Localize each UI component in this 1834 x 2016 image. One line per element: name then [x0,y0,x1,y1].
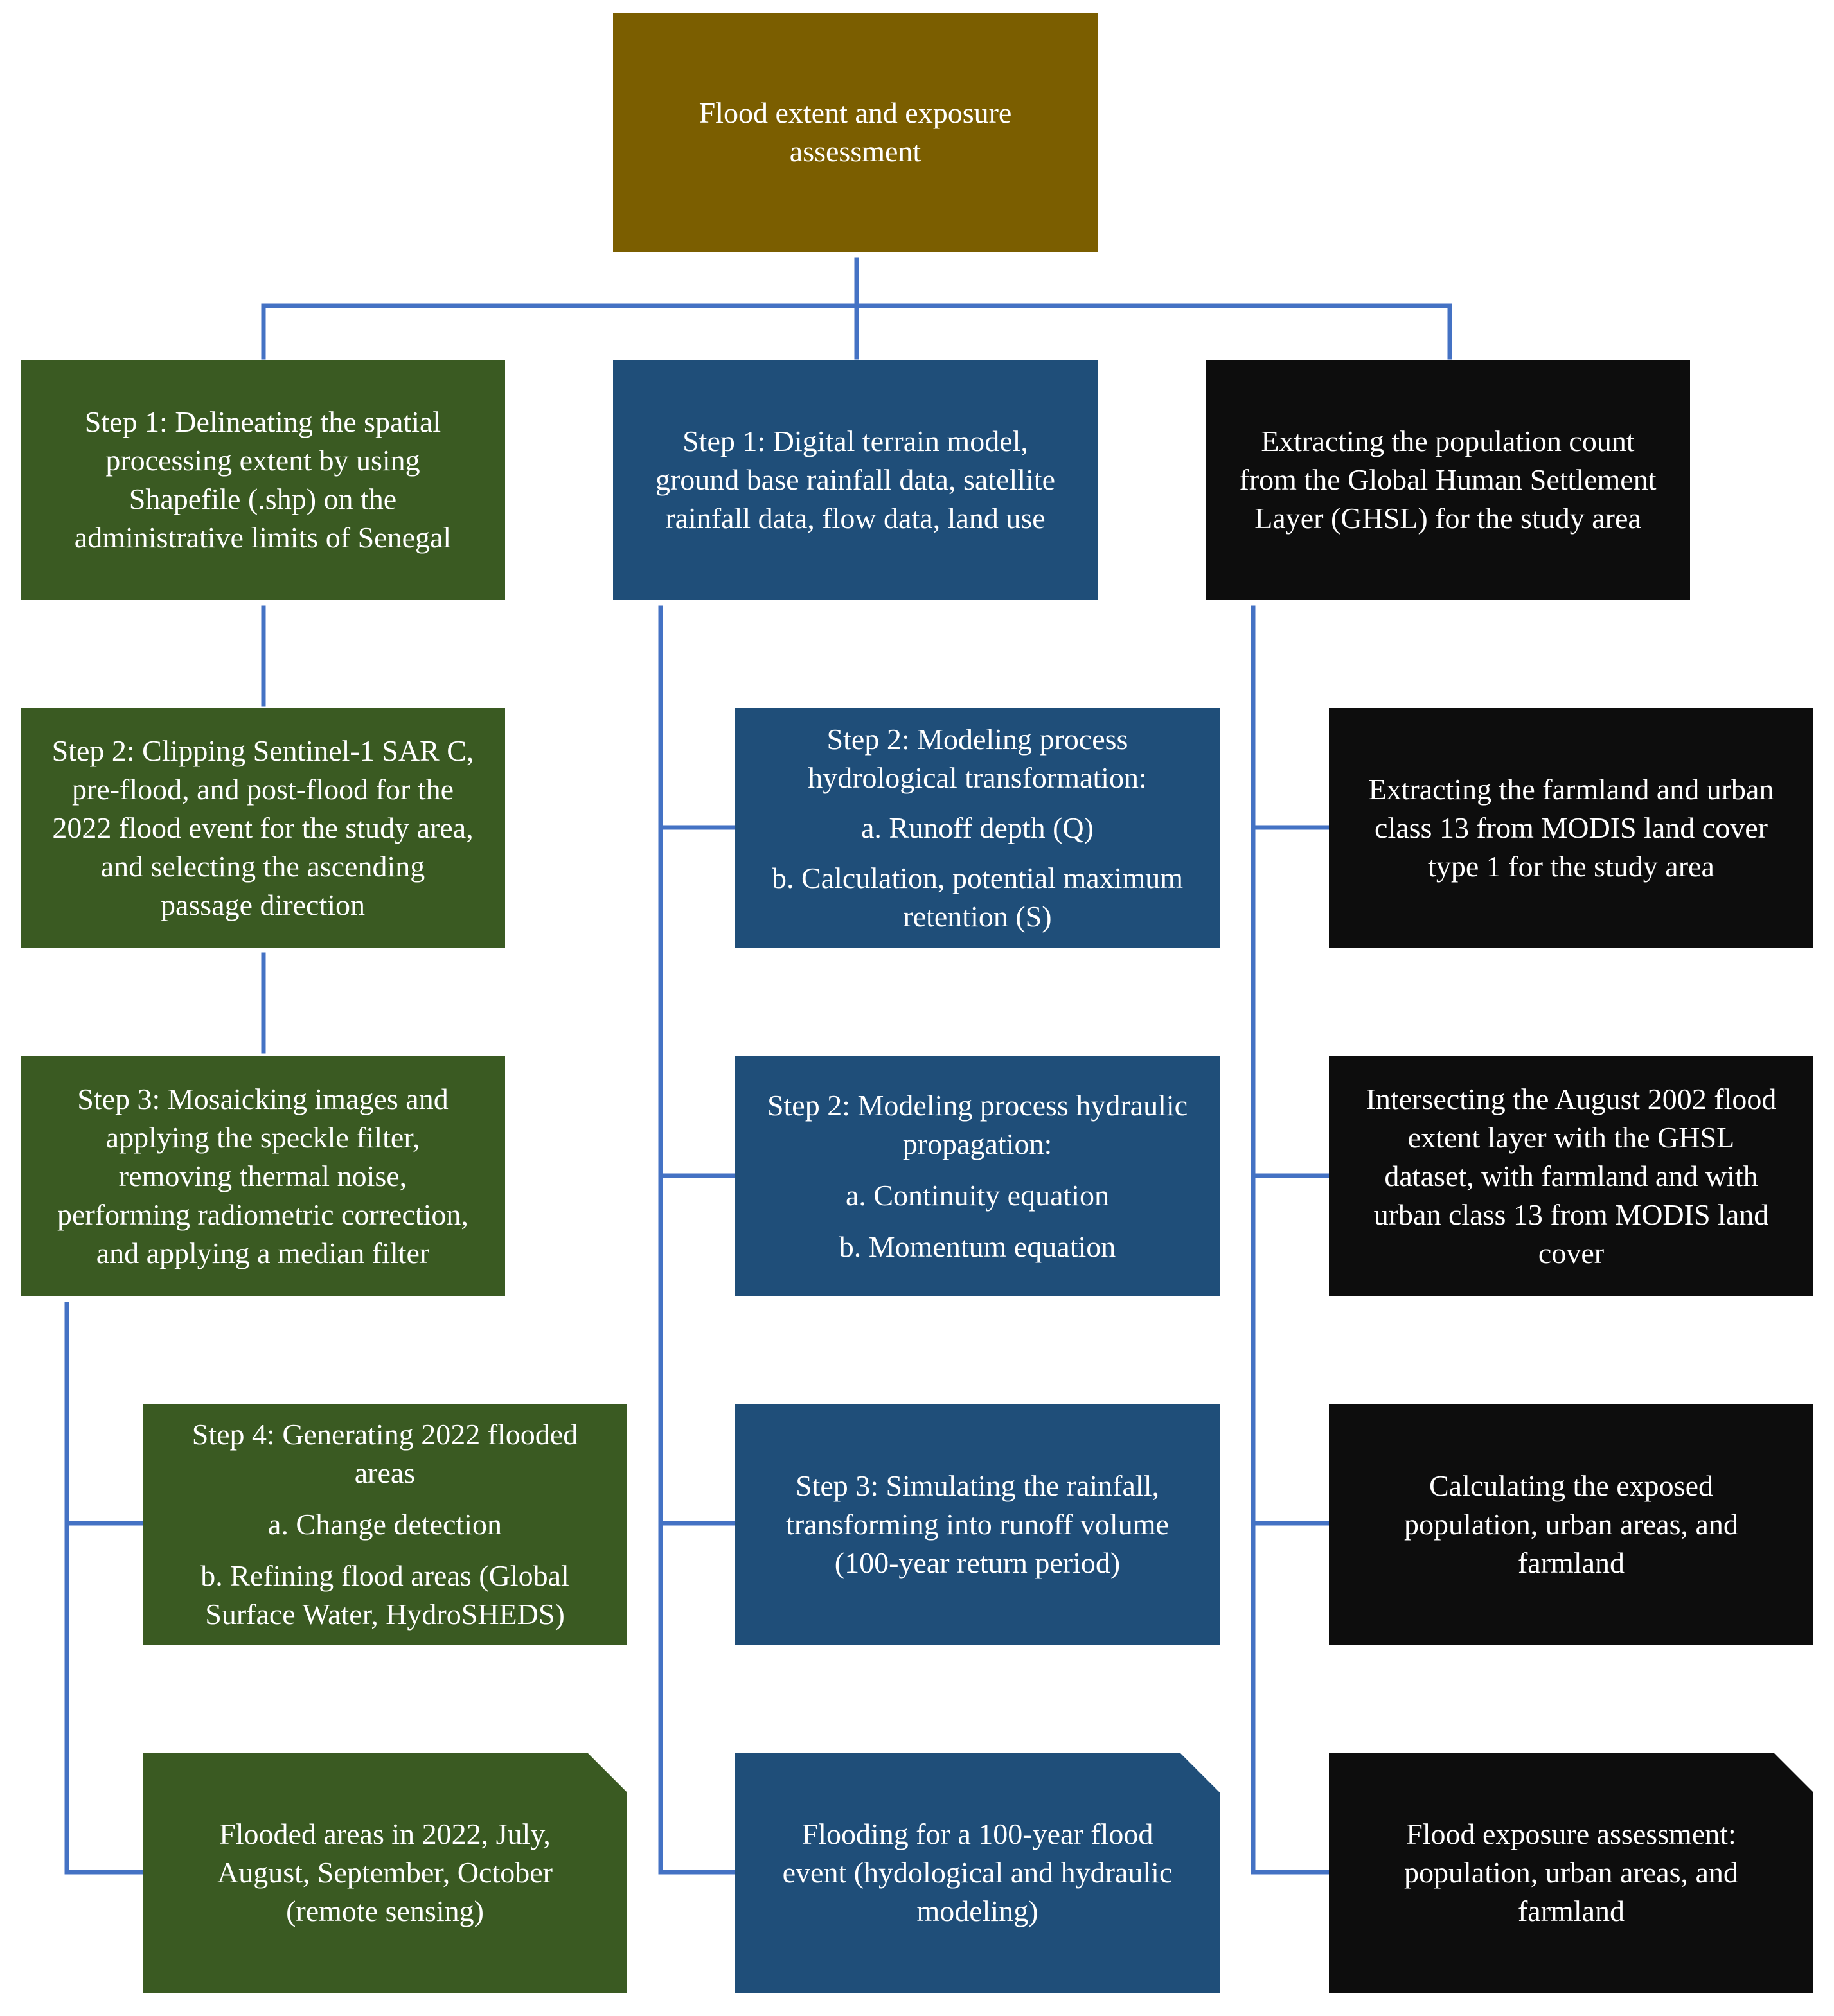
list-item: a. Continuity equation [845,1179,1110,1212]
box-text-line: propagation: [902,1127,1053,1160]
box-text-line: (remote sensing) [286,1895,484,1927]
box-text-line: and selecting the ascending [100,850,425,883]
box-text-line: modeling) [916,1895,1038,1927]
box-text-line: ground base rainfall data, satellite [655,463,1056,496]
left-step4-box: Step 4: Generating 2022 flooded areas a.… [143,1404,627,1645]
box-text-line: Extracting the farmland and urban [1368,773,1774,806]
box-text-line: type 1 for the study area [1428,850,1714,883]
middle-step1-box: Step 1: Digital terrain model, ground ba… [613,360,1098,600]
box-text-line: Step 2: Modeling process hydraulic [767,1089,1188,1122]
box-text-line: Step 2: Modeling process [826,723,1128,756]
box-text-line: 2022 flood event for the study area, [52,811,474,844]
box-text-line: cover [1538,1237,1605,1269]
title-line: assessment [789,135,921,168]
box-text-line: August, September, October [217,1856,553,1889]
box-text-line: passage direction [160,889,366,921]
box-text-line: event (hydological and hydraulic [782,1856,1173,1889]
box-text-line: population, urban areas, and [1404,1856,1738,1889]
box-text-line: Layer (GHSL) for the study area [1254,502,1641,535]
list-item: a. Change detection [267,1508,503,1541]
box-text-line: transforming into runoff volume [786,1508,1169,1541]
box-text-line: hydrological transformation: [808,761,1147,794]
box-text-line: pre-flood, and post-flood for the [71,773,454,806]
box-text-line: Intersecting the August 2002 flood [1366,1083,1777,1115]
box-text-line: performing radiometric correction, [57,1198,468,1231]
left-step3-box: Step 3: Mosaicking images and applying t… [21,1056,505,1296]
middle-step2-hydrology-box: Step 2: Modeling process hydrological tr… [735,708,1220,948]
left-result-box: Flooded areas in 2022, July, August, Sep… [143,1753,627,1993]
middle-step2-hydraulic-box: Step 2: Modeling process hydraulic propa… [735,1056,1220,1296]
box-text-line: farmland [1517,1895,1625,1927]
list-item: b. Calculation, potential maximum retent… [771,862,1184,933]
box-text-line: Calculating the exposed [1429,1469,1713,1502]
box-text-line: rainfall data, flow data, land use [665,502,1046,535]
box-text-line: Extracting the population count [1261,425,1635,457]
box-text-line: Step 1: Digital terrain model, [682,425,1028,457]
box-text-line: farmland [1517,1546,1625,1579]
middle-result-box: Flooding for a 100-year flood event (hyd… [735,1753,1220,1993]
box-text-line: Flooded areas in 2022, July, [219,1817,551,1850]
box-text-line: class 13 from MODIS land cover [1375,811,1768,844]
box-text-line: dataset, with farmland and with [1384,1160,1758,1192]
box-text-line: Step 2: Clipping Sentinel-1 SAR C, [51,734,474,767]
box-text-line: extent layer with the GHSL [1407,1121,1735,1154]
box-text-line: urban class 13 from MODIS land [1373,1198,1769,1231]
box-text-line: Step 1: Delineating the spatial [84,405,441,438]
box-text-line: Flooding for a 100-year flood [801,1817,1153,1850]
list-item: b. Momentum equation [839,1230,1116,1263]
right-step4-box: Calculating the exposed population, urba… [1329,1404,1813,1645]
right-step2-box: Extracting the farmland and urban class … [1329,708,1813,948]
left-step1-box: Step 1: Delineating the spatial processi… [21,360,505,600]
box-text-line: population, urban areas, and [1404,1508,1738,1541]
title-line: Flood extent and exposure [699,96,1012,129]
box-text-line: Step 4: Generating 2022 flooded [191,1418,578,1451]
right-step3-box: Intersecting the August 2002 flood exten… [1329,1056,1813,1296]
box-text-line: administrative limits of Senegal [74,521,452,554]
right-result-box: Flood exposure assessment: population, u… [1329,1753,1813,1993]
right-step1-box: Extracting the population count from the… [1206,360,1690,600]
box-text-line: applying the speckle filter, [105,1121,420,1154]
middle-step3-box: Step 3: Simulating the rainfall, transfo… [735,1404,1220,1645]
box-text-line: Step 3: Mosaicking images and [77,1083,449,1115]
list-item: a. Runoff depth (Q) [861,811,1094,844]
box-text-line: processing extent by using [105,444,420,477]
box-text-line: areas [354,1456,416,1489]
box-text-line: and applying a median filter [96,1237,430,1269]
box-text-line: Flood exposure assessment: [1406,1817,1736,1850]
box-text-line: removing thermal noise, [118,1160,407,1192]
title-box: Flood extent and exposure assessment [613,13,1098,252]
box-text-line: Step 3: Simulating the rainfall, [796,1469,1159,1502]
left-step2-box: Step 2: Clipping Sentinel-1 SAR C, pre-f… [21,708,505,948]
box-text-line: from the Global Human Settlement [1239,463,1657,496]
box-text-line: Shapefile (.shp) on the [129,482,397,515]
box-text-line: (100-year return period) [834,1546,1121,1579]
list-item: b. Refining flood areas (Global Surface … [200,1559,569,1631]
